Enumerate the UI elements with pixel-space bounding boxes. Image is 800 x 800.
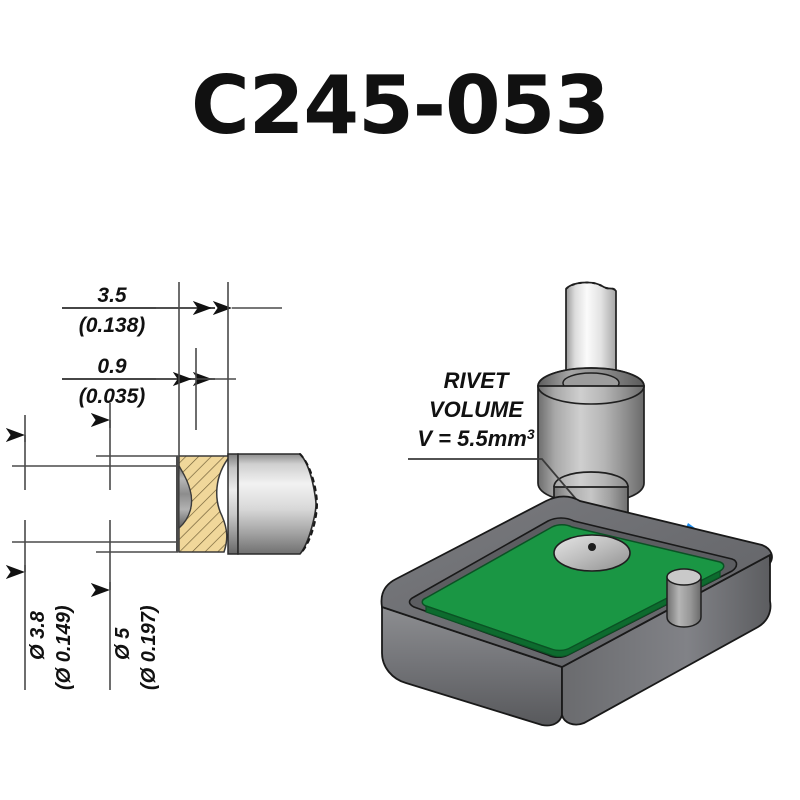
core-cavity-shade: [178, 465, 193, 530]
rivet-pad-ellipse: [553, 534, 631, 572]
cartridge-barrel: [237, 453, 317, 555]
callout-line-3: V = 5.5mm3: [417, 426, 534, 451]
callout-volume-value: V = 5.5mm: [417, 426, 526, 451]
pin-body: [666, 576, 702, 628]
callout-volume-exponent: 3: [527, 426, 535, 442]
rivet-pad: [553, 534, 631, 572]
cartridge-cross-section: [176, 453, 319, 555]
dim-dia-3-8-metric: Ø 3.8: [27, 610, 49, 660]
dim-0-9-metric: 0.9: [97, 355, 127, 378]
callout-line-2: VOLUME: [429, 397, 524, 422]
callout-line-1: RIVET: [444, 368, 510, 393]
left-technical-view: 3.5 (0.138) 0.9 (0.035) Ø 3.8 (Ø 0.149: [5, 282, 319, 690]
dim-dia-5-imperial: (Ø 0.197): [138, 605, 160, 690]
page-title: C245-053: [191, 59, 610, 152]
dim-3-5-metric: 3.5: [97, 284, 127, 307]
break-line-arc: [299, 453, 319, 555]
housing-front-left-face: [381, 605, 563, 727]
cartridge-collar: [227, 453, 239, 555]
cartridge-barrel-top: [537, 367, 645, 405]
alignment-pin: [666, 568, 702, 628]
dim-dia-3-8-imperial: (Ø 0.149): [53, 605, 75, 690]
extension-lines-horizontal: [178, 282, 229, 465]
dimension-3-5: 3.5 (0.138): [62, 284, 282, 337]
dimension-0-9: 0.9 (0.035): [62, 355, 236, 408]
housing-front-right-face: [561, 553, 772, 726]
right-isometric-view: RIVET VOLUME V = 5.5mm3: [380, 281, 773, 727]
rivet-center-dot: [588, 543, 596, 551]
dim-0-9-imperial: (0.035): [79, 385, 146, 408]
dim-dia-5-metric: Ø 5: [112, 627, 134, 660]
dimension-dia-3-8: Ø 3.8 (Ø 0.149): [5, 415, 178, 690]
pin-top: [666, 568, 702, 586]
dimension-dia-5: Ø 5 (Ø 0.197): [90, 403, 178, 690]
cartridge-lower-top-edge: [553, 471, 629, 488]
cartridge-inner-tube: [565, 281, 617, 388]
core-inner-wall: [176, 456, 179, 552]
dim-3-5-imperial: (0.138): [79, 314, 146, 337]
tube-break-edge: [565, 281, 617, 292]
pcb-edge-thickness: [425, 570, 721, 658]
rivet-holder-assembly: [380, 495, 773, 727]
